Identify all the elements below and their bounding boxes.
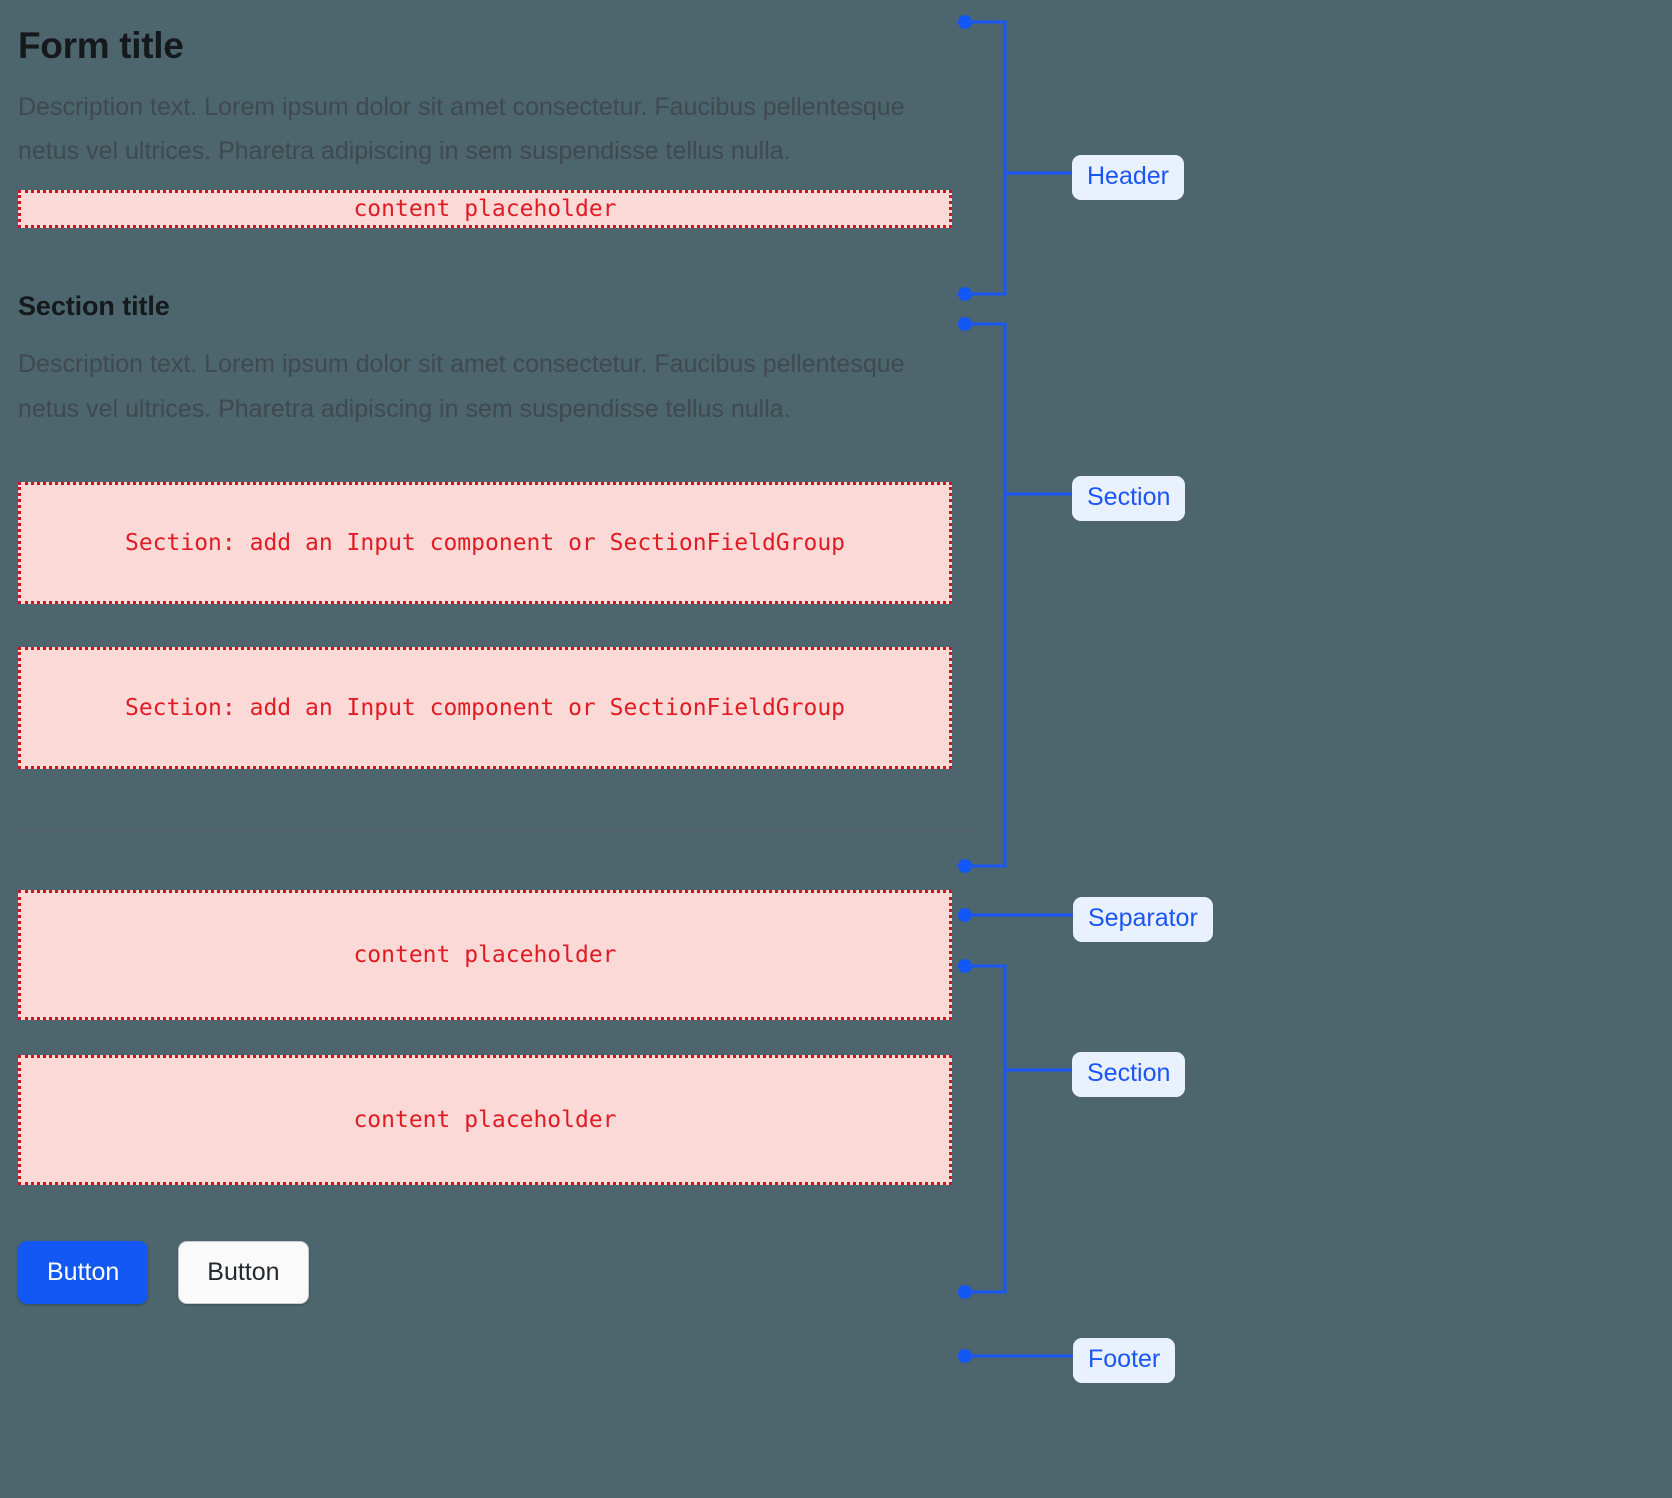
annotation-label-section-two[interactable]: Section <box>1072 1052 1186 1097</box>
annotation-label-header[interactable]: Header <box>1072 155 1184 200</box>
section-field-placeholder[interactable]: Section: add an Input component or Secti… <box>18 482 952 605</box>
form-preview: Form title Description text. Lorem ipsum… <box>18 24 952 1305</box>
anchor-dot <box>958 859 972 873</box>
annotation-anchor-dots <box>958 15 972 1363</box>
form-section-one: Section title Description text. Lorem ip… <box>18 290 952 770</box>
form-separator <box>18 829 970 832</box>
primary-button[interactable]: Button <box>18 1241 149 1305</box>
anchor-dot <box>958 15 972 29</box>
form-description: Description text. Lorem ipsum dolor sit … <box>18 92 905 166</box>
anchor-dot <box>958 287 972 301</box>
section-field-placeholder[interactable]: Section: add an Input component or Secti… <box>18 647 952 770</box>
form-footer: Button Button <box>18 1241 952 1305</box>
header-content-placeholder[interactable]: content placeholder <box>18 189 952 228</box>
anchor-dot <box>958 1349 972 1363</box>
anchor-dot <box>958 959 972 973</box>
form-title: Form title <box>18 25 184 66</box>
section-content-placeholder[interactable]: content placeholder <box>18 890 952 1021</box>
anchor-dot <box>958 908 972 922</box>
annotation-label-footer[interactable]: Footer <box>1073 1338 1176 1383</box>
form-section-two: content placeholder content placeholder <box>18 890 952 1186</box>
secondary-button[interactable]: Button <box>178 1241 309 1305</box>
section-content-placeholder[interactable]: content placeholder <box>18 1055 952 1186</box>
annotation-label-separator[interactable]: Separator <box>1073 897 1213 942</box>
form-header: Form title Description text. Lorem ipsum… <box>18 24 952 228</box>
annotation-label-section-one[interactable]: Section <box>1072 476 1186 521</box>
anchor-dot <box>958 317 972 331</box>
section-two-bracket <box>965 964 1007 1294</box>
header-bracket <box>965 20 1007 296</box>
anchor-dot <box>958 1285 972 1299</box>
section-title: Section title <box>18 290 170 321</box>
section-one-bracket <box>965 322 1007 868</box>
section-description: Description text. Lorem ipsum dolor sit … <box>18 350 905 423</box>
